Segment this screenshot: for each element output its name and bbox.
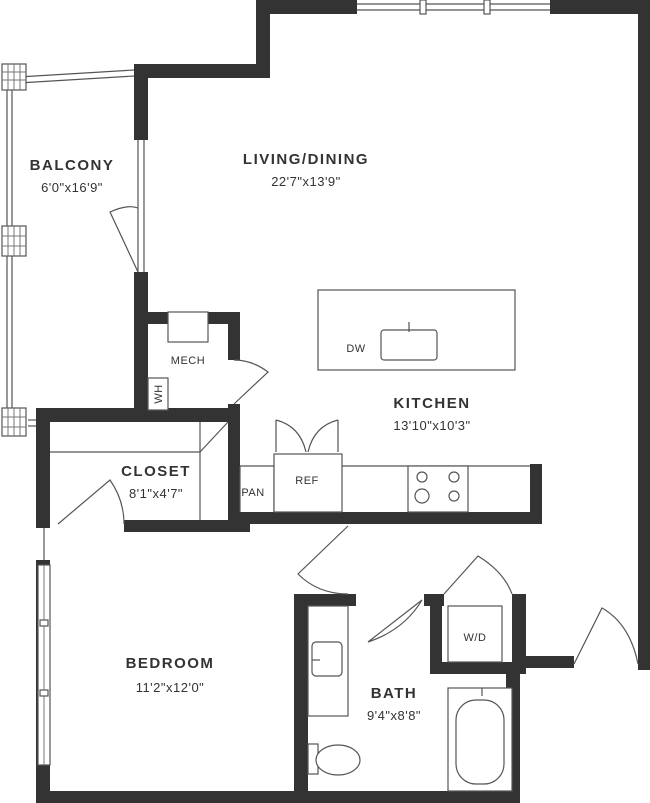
toilet-icon: [315, 744, 361, 776]
closet-details: [50, 311, 229, 520]
label-mech: MECH: [171, 355, 205, 367]
washer-dryer: [447, 605, 503, 663]
mech-unit: [167, 311, 209, 343]
label-ref: REF: [295, 475, 319, 487]
room-name-balcony: BALCONY: [30, 157, 115, 174]
balcony-post: [1, 63, 27, 91]
sink-icon: [311, 641, 343, 677]
bedroom-window: [37, 528, 51, 766]
doors: [57, 140, 639, 665]
room-name-bedroom: BEDROOM: [126, 655, 215, 672]
bath-fixtures: [307, 605, 513, 792]
sink-icon: [380, 329, 438, 361]
label-pan: PAN: [241, 487, 264, 499]
room-dims-closet: 8'1"x4'7": [129, 486, 183, 501]
room-dims-bedroom: 11'2"x12'0": [136, 680, 205, 695]
balcony-railing: [1, 63, 135, 437]
label-wd: W/D: [464, 632, 487, 644]
kitchen-fixtures: [239, 289, 530, 513]
room-name-bath: BATH: [371, 685, 418, 702]
tub-basin: [455, 699, 505, 785]
label-dw: DW: [346, 343, 365, 355]
room-name-kitchen: KITCHEN: [393, 395, 470, 412]
room-name-closet: CLOSET: [121, 463, 191, 480]
fridge: [273, 453, 343, 513]
balcony-post: [1, 407, 27, 437]
label-wh: WH: [153, 384, 165, 403]
room-dims-kitchen: 13'10"x10'3": [393, 418, 470, 433]
room-dims-balcony: 6'0"x16'9": [41, 180, 103, 195]
balcony-post: [1, 225, 27, 257]
room-dims-bath: 9'4"x8'8": [367, 708, 421, 723]
room-dims-living: 22'7"x13'9": [271, 174, 341, 189]
water-heater: [147, 377, 169, 411]
cooktop-icon: [407, 465, 469, 513]
room-name-living: LIVING/DINING: [243, 151, 369, 168]
